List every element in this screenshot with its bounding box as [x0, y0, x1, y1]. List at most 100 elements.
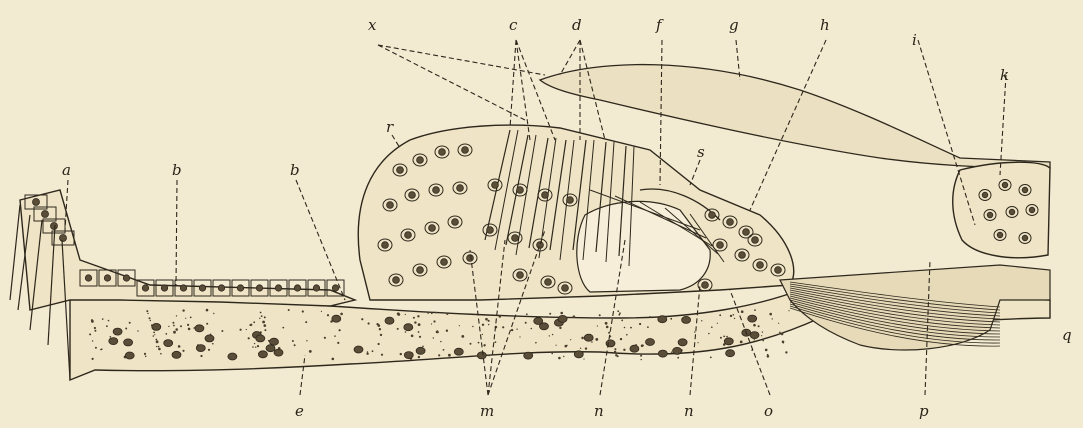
- label-e: e: [295, 402, 304, 420]
- stipple-dot: [783, 342, 784, 343]
- stipple-dot: [262, 321, 265, 324]
- stipple-dot: [443, 349, 445, 351]
- stipple-dot: [754, 339, 755, 340]
- outer-cell-mass: [953, 162, 1050, 257]
- stipple-dot: [306, 340, 307, 341]
- stipple-dot: [367, 351, 368, 352]
- stipple-dot: [94, 327, 96, 329]
- cubic-cell-nucleus: [218, 285, 224, 291]
- stipple-dot: [551, 353, 553, 355]
- stipple-dot: [302, 310, 304, 312]
- membrane-nucleus: [558, 315, 567, 322]
- stipple-dot: [758, 325, 760, 327]
- stipple-dot: [591, 341, 593, 343]
- stipple-dot: [565, 345, 568, 348]
- stipple-dot: [180, 325, 182, 327]
- stipple-dot: [378, 324, 381, 327]
- stipple-dot: [418, 323, 421, 326]
- stipple-dot: [563, 356, 564, 357]
- stipple-dot: [208, 349, 210, 351]
- membrane-nucleus: [258, 351, 267, 358]
- stipple-dot: [172, 322, 174, 324]
- stipple-dot: [160, 353, 162, 355]
- stipple-dot: [221, 330, 223, 332]
- cell-nucleus: [452, 219, 459, 226]
- cubic-cell-nucleus: [85, 275, 91, 281]
- stipple-dot: [368, 322, 370, 324]
- membrane-nucleus: [125, 352, 134, 359]
- cell-nucleus: [542, 192, 549, 199]
- stipple-dot: [200, 355, 202, 357]
- stipple-dot: [366, 353, 368, 355]
- stipple-dot: [417, 315, 419, 317]
- cell-nucleus: [439, 149, 446, 156]
- membrane-nucleus: [454, 348, 463, 355]
- cell-nucleus: [417, 267, 424, 274]
- stipple-dot: [264, 329, 266, 331]
- membrane-nucleus: [266, 345, 275, 352]
- stipple-dot: [437, 331, 439, 333]
- label-q: q: [1062, 326, 1072, 344]
- cell-nucleus: [512, 235, 519, 242]
- outer-cell-nucleus: [1009, 209, 1015, 215]
- stipple-dot: [549, 313, 551, 315]
- stipple-dot: [188, 328, 191, 331]
- label-r: r: [386, 118, 394, 136]
- stipple-dot: [252, 346, 254, 348]
- stipple-dot: [173, 331, 176, 334]
- membrane-nucleus: [724, 338, 733, 345]
- stipple-dot: [734, 318, 735, 319]
- stipple-dot: [583, 358, 584, 359]
- cubic-cell-nucleus: [313, 285, 319, 291]
- stipple-dot: [581, 337, 584, 340]
- stipple-dot: [206, 323, 208, 325]
- membrane-nucleus: [332, 315, 341, 322]
- stipple-dot: [570, 339, 571, 340]
- stipple-dot: [741, 310, 744, 313]
- stipple-dot: [427, 313, 428, 314]
- stipple-dot: [413, 317, 415, 319]
- stipple-dot: [414, 321, 416, 323]
- outer-cell-nucleus: [1002, 182, 1008, 188]
- cell-nucleus: [517, 187, 524, 194]
- stipple-dot: [100, 349, 101, 350]
- stipple-dot: [405, 331, 407, 333]
- stipple-dot: [185, 318, 186, 319]
- stipple-dot: [255, 347, 256, 348]
- label-n-left: n: [594, 402, 604, 420]
- cell-nucleus: [517, 272, 524, 279]
- stipple-dot: [639, 323, 641, 325]
- stipple-dot: [677, 357, 679, 359]
- membrane-nucleus: [274, 349, 283, 356]
- stipple-dot: [511, 329, 513, 331]
- stipple-dot: [380, 334, 382, 336]
- membrane-nucleus: [658, 350, 667, 357]
- stipple-dot: [614, 351, 616, 353]
- stipple-dot: [641, 344, 644, 347]
- stipple-dot: [630, 327, 632, 329]
- cell-nucleus: [567, 197, 574, 204]
- label-b-right: b: [290, 161, 300, 179]
- stipple-dot: [282, 327, 284, 329]
- membrane-nucleus: [750, 332, 759, 339]
- stipple-dot: [559, 327, 561, 329]
- cell-nucleus: [457, 185, 464, 192]
- stipple-dot: [129, 322, 131, 324]
- stipple-dot: [305, 321, 307, 323]
- label-c: c: [509, 16, 518, 34]
- stipple-dot: [489, 355, 490, 356]
- label-b-left: b: [172, 161, 182, 179]
- cubic-cell-nucleus: [256, 285, 262, 291]
- cell-nucleus: [562, 285, 569, 292]
- stipple-dot: [499, 315, 501, 317]
- cubic-cell-nucleus: [180, 285, 186, 291]
- stipple-dot: [332, 358, 335, 361]
- stipple-dot: [155, 339, 157, 341]
- membrane-nucleus: [646, 339, 655, 346]
- membrane-nucleus: [748, 315, 757, 322]
- membrane-nucleus: [524, 352, 533, 359]
- cell-nucleus: [727, 219, 734, 226]
- stipple-dot: [726, 336, 728, 338]
- cubic-cell-nucleus: [199, 285, 205, 291]
